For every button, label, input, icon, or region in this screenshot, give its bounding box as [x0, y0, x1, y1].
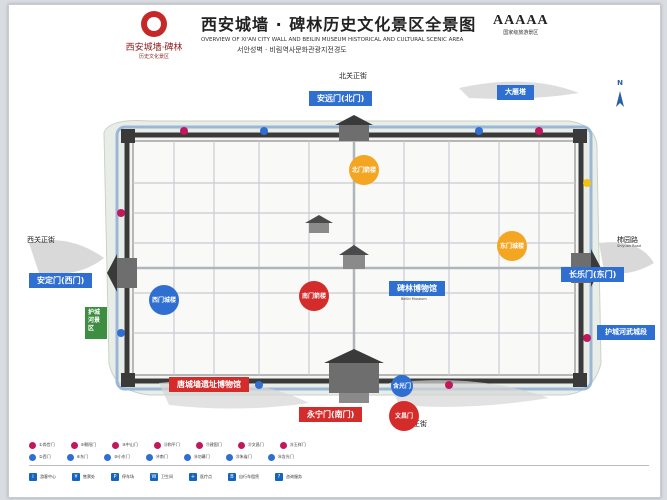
huguo-banner: 护城河景区 — [85, 307, 107, 339]
legend-row-1: ①尚俭门 ⑤朝阳门 ⑨中山门 ⑬和平门 ⑰建国门 ㉑文昌门 ㉕玉祥门 — [29, 439, 649, 451]
compass-icon — [616, 91, 624, 107]
legend-item: ㉕玉祥门 — [279, 441, 306, 449]
south-gate-icon — [324, 349, 384, 403]
legend-item: ⑬和平门 — [153, 441, 180, 449]
street-east: 柿园路 — [617, 236, 638, 244]
gate-east-banner: 长乐门(东门) — [561, 267, 625, 282]
legend-item: ⑥东门 — [66, 453, 88, 461]
legend-item: ⑱勿幕门 — [183, 453, 210, 461]
legend-divider — [29, 465, 649, 466]
legend-item: ?咨询服务 — [275, 473, 302, 481]
legend-item: ⑰建国门 — [195, 441, 222, 449]
corner-tower-nw — [121, 129, 135, 143]
gate-dot-icon — [195, 441, 203, 449]
gate-dot-icon — [29, 441, 36, 449]
ink-cloud-se — [389, 380, 549, 407]
legend-item: ⑩小东门 — [104, 453, 130, 461]
legend-item: +医疗点 — [189, 473, 212, 481]
street-north: 北关正街 — [339, 72, 367, 80]
toilet-icon: W — [150, 473, 158, 481]
corner-tower-ne — [573, 129, 587, 143]
legend-item: ¥售票处 — [72, 473, 95, 481]
south-small-circle: 含光门 — [391, 375, 413, 397]
logo-text: 西安城墙·碑林 — [125, 43, 183, 53]
header: 西安城墙·碑林 历史文化景区 西安城墙 · 碑林历史文化景区全景图 OVERVI… — [9, 5, 660, 65]
legend-item: ㉑文昌门 — [237, 441, 264, 449]
drum-tower-icon — [305, 215, 333, 233]
bicycle-icon: B — [228, 473, 236, 481]
map-board: 西安城墙·碑林 历史文化景区 西安城墙 · 碑林历史文化景区全景图 OVERVI… — [8, 4, 661, 498]
gate-dot-icon — [70, 441, 78, 449]
gate-dot-icon — [153, 441, 161, 449]
street-west: 西关正街 — [27, 236, 55, 244]
gate-dot-icon — [237, 441, 245, 449]
logo: 西安城墙·碑林 历史文化景区 — [109, 11, 199, 65]
medical-icon: + — [189, 473, 197, 481]
street-east-sub: Shiyuan Road — [617, 244, 641, 248]
beilin-banner: 碑林博物馆 — [389, 281, 445, 296]
gate-dot-icon — [29, 453, 36, 461]
gate-dot-icon — [225, 453, 233, 461]
gate-dot-icon — [145, 453, 153, 461]
gate-dot-icon — [183, 453, 191, 461]
gate-dot-icon — [267, 453, 275, 461]
south-gate-circle: 南门箭楼 — [299, 281, 329, 311]
parking-icon: P — [111, 473, 119, 481]
ink-landscape-east — [599, 242, 654, 274]
legend-item: ㉖含光门 — [267, 453, 294, 461]
corner-tower-sw — [121, 373, 135, 387]
defense-banner: 护城河武城段 — [597, 325, 655, 340]
title-english: OVERVIEW OF XI'AN CITY WALL AND BEILIN M… — [201, 37, 464, 43]
gate-dot-icon — [66, 453, 74, 461]
north-ne-banner: 大雁塔 — [497, 85, 534, 100]
east-gate-circle: 东门城楼 — [497, 231, 527, 261]
rating-stars: AAAAA — [493, 13, 549, 28]
title-korean: 서안성벽 · 비림역사문화관광지전경도 — [237, 46, 347, 54]
legend-item: ⑭南门 — [145, 453, 168, 461]
legend-item: ②西门 — [29, 453, 51, 461]
ticket-icon: ¥ — [72, 473, 80, 481]
map-illustration — [29, 81, 654, 409]
gate-dot-icon — [112, 441, 120, 449]
compass-north-label: N — [617, 79, 623, 87]
rating-subtext: 国家级旅游景区 — [503, 30, 539, 36]
title-chinese: 西安城墙 · 碑林历史文化景区全景图 — [201, 15, 477, 34]
gate-markers — [117, 127, 591, 389]
legend: ①尚俭门 ⑤朝阳门 ⑨中山门 ⑬和平门 ⑰建国门 ㉑文昌门 ㉕玉祥门 ②西门 ⑥… — [9, 439, 660, 497]
gate-south-banner: 永宁门(南门) — [299, 407, 363, 422]
map-area: N 北关正街 西关正街 柿园路 Shiyuan Road 南关正街 安远门(北门… — [9, 63, 660, 443]
bell-tower-icon — [339, 245, 369, 269]
legend-row-2: ②西门 ⑥东门 ⑩小东门 ⑭南门 ⑱勿幕门 ㉒朱雀门 ㉖含光门 — [29, 451, 649, 463]
logo-subtext: 历史文化景区 — [138, 54, 169, 60]
legend-item: ⑨中山门 — [112, 441, 138, 449]
legend-item: ㉒朱雀门 — [225, 453, 252, 461]
museum-sw-banner: 唐城墙遗址博物馆 — [169, 377, 249, 392]
west-gate-icon — [107, 254, 137, 292]
west-gate-circle: 西门城楼 — [149, 285, 179, 315]
gate-dot-icon — [279, 441, 287, 449]
gate-west-banner: 安定门(西门) — [29, 273, 93, 288]
beilin-sub: Beilin Museum — [401, 297, 427, 301]
north-gate-circle: 北门箭楼 — [349, 155, 379, 185]
gate-north-banner: 安远门(北门) — [309, 91, 373, 106]
north-gate-icon — [335, 115, 373, 141]
legend-item: ①尚俭门 — [29, 441, 55, 449]
info-icon: ? — [275, 473, 283, 481]
south-small2-circle: 文昌门 — [389, 401, 419, 431]
legend-item: ⑤朝阳门 — [70, 441, 96, 449]
title-block: 西安城墙 · 碑林历史文化景区全景图 OVERVIEW OF XI'AN CIT… — [201, 11, 501, 55]
visitor-center-icon: i — [29, 473, 37, 481]
corner-tower-se — [573, 373, 587, 387]
rating-badge: AAAAA 国家级旅游景区 — [493, 13, 549, 36]
ink-landscape-west — [29, 240, 104, 274]
gate-dot-icon — [104, 453, 112, 461]
compass: N — [613, 79, 627, 87]
logo-seal-icon — [141, 11, 167, 37]
